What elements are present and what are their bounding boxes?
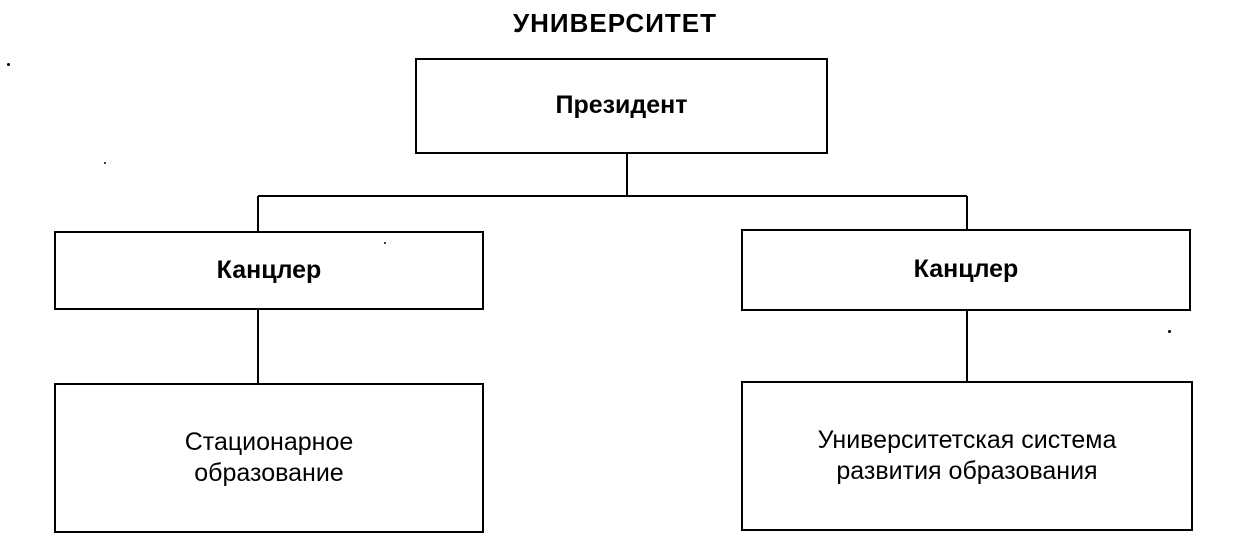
scan-speck [1168, 330, 1171, 333]
scan-speck [384, 242, 386, 244]
scan-speck [104, 162, 106, 164]
scan-speck [7, 63, 10, 66]
node-unit-right-label: Университетская система развития образов… [817, 425, 1117, 485]
node-unit-right: Университетская система развития образов… [741, 381, 1193, 531]
node-president: Президент [415, 58, 828, 154]
node-unit-left: Стационарное образование [54, 383, 484, 533]
node-chancellor-left-label: Канцлер [216, 255, 322, 284]
node-chancellor-right-label: Канцлер [913, 255, 1019, 284]
diagram-title: УНИВЕРСИТЕТ [512, 8, 718, 38]
node-president-label: Президент [555, 91, 688, 120]
node-chancellor-left: Канцлер [54, 231, 484, 310]
node-unit-left-label: Стационарное образование [184, 427, 354, 487]
node-chancellor-right: Канцлер [741, 229, 1191, 311]
